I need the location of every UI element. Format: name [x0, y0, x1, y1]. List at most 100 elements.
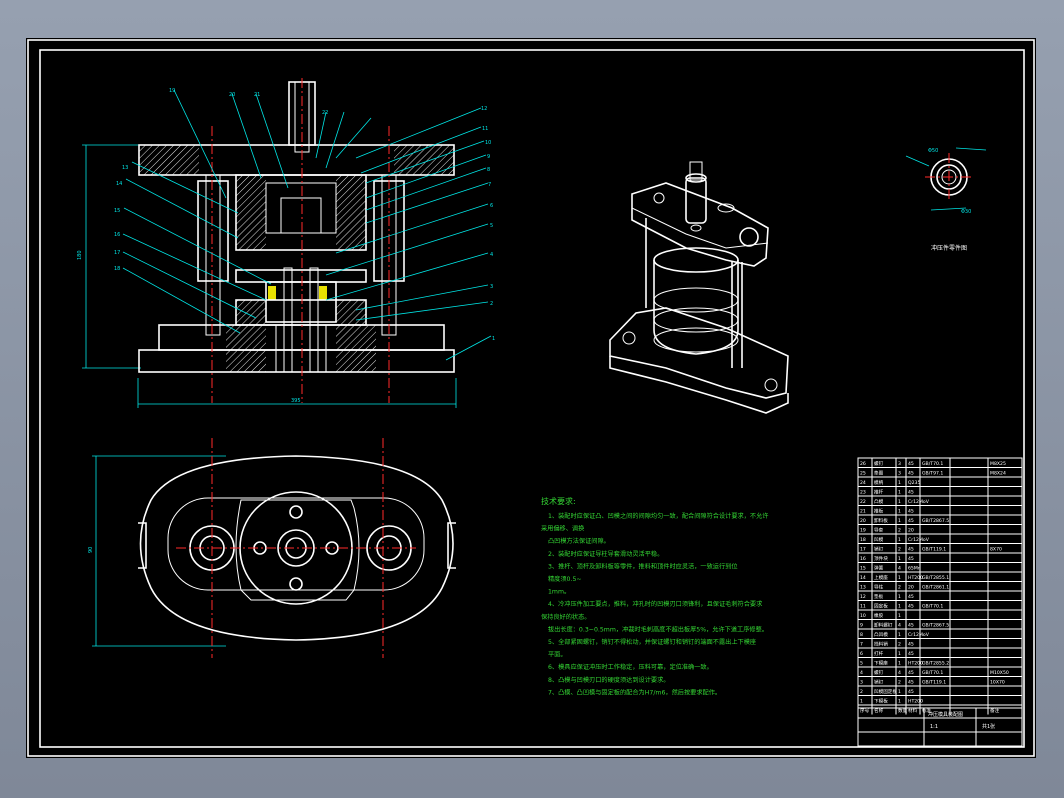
top-dim-height: 90 — [88, 547, 94, 553]
title-block-name: 冲压模具装配图 — [928, 711, 963, 718]
bom-cell: Cr12MoV — [908, 499, 930, 505]
leader-5: 5 — [490, 223, 493, 229]
bom-cell: 4 — [898, 623, 901, 629]
bom-cell: 螺钉 — [874, 669, 884, 676]
isometric-view — [609, 161, 789, 414]
bom-cell: 2 — [898, 642, 901, 648]
bom-cell: 6 — [860, 651, 863, 657]
notes-line: 2、装配时应保证导柱导套滑动灵活平稳。 — [548, 550, 663, 558]
leader-10: 10 — [485, 140, 491, 146]
leader-1: 1 — [492, 336, 495, 342]
notes-title: 技术要求: — [541, 496, 576, 506]
bom-cell: 销钉 — [874, 546, 884, 553]
bom-cell: 凸模 — [874, 498, 884, 505]
bom-cell: 8X70 — [990, 547, 1002, 553]
notes-line: 拔出长度：0.3~0.5mm，冲裁时毛刺高度不超出板厚5%，允许下道工序修整。 — [548, 625, 768, 633]
bom-cell: 下模板 — [874, 698, 888, 705]
bom-cell: 模柄 — [874, 479, 884, 486]
bom-cell: 螺钉 — [874, 460, 884, 467]
leader-8: 8 — [487, 167, 490, 173]
bom-cell: GB/T2861.1 — [922, 585, 949, 591]
bom-cell: 1 — [898, 490, 901, 496]
bom-cell: 1 — [898, 632, 901, 638]
bom-cell: GB/T2867.5 — [922, 518, 949, 524]
bom-cell: 45 — [908, 471, 914, 477]
part-caption: 冲压件零件图 — [931, 244, 967, 252]
bom-cell: 1 — [898, 613, 901, 619]
bom-cell: Cr12MoV — [908, 537, 930, 543]
bom-cell: 7 — [860, 642, 863, 648]
leader-20: 20 — [229, 92, 235, 98]
bom-cell: HT200 — [908, 661, 923, 667]
leader-4: 4 — [490, 252, 493, 258]
bom-cell: 14 — [860, 575, 866, 581]
bom-cell: 23 — [860, 490, 866, 496]
bom-cell: 65Mn — [908, 566, 921, 572]
title-block-scale: 1:1 — [930, 724, 938, 730]
bom-cell: 1 — [860, 699, 863, 705]
bom-cell: 垫板 — [874, 593, 884, 600]
bom-cell: 推板 — [874, 508, 884, 515]
bom-cell: 5 — [860, 661, 863, 667]
leader-7: 7 — [488, 182, 491, 188]
bom-cell: 1 — [898, 689, 901, 695]
bom-cell: 45 — [908, 509, 914, 515]
bom-cell: 4 — [898, 566, 901, 572]
bom-cell: 2 — [898, 680, 901, 686]
bom-cell: 45 — [908, 689, 914, 695]
cad-drawing: 180 3 9 5 — [27, 39, 1035, 757]
bom-header-cell: 标准 — [922, 707, 932, 714]
bom-cell: GB/T119.1 — [922, 547, 946, 553]
part-dim-2: Φ30 — [961, 209, 971, 215]
bom-cell: 3 — [898, 471, 901, 477]
drawing-sheet[interactable]: 180 3 9 5 — [26, 38, 1036, 758]
notes-line: 1、装配时应保证凸、凹模之间的间隙均匀一致，配合间隙符合设计要求，不允许 — [548, 512, 769, 520]
bom-cell: 18 — [860, 537, 866, 543]
bom-cell: GB/T2855.2 — [922, 661, 949, 667]
bom-cell: 固定板 — [874, 603, 888, 610]
bom-cell: 20 — [860, 518, 866, 524]
bom-cell: 销钉 — [874, 679, 884, 686]
bom-cell: 24 — [860, 480, 866, 486]
bom-cell: 2 — [898, 585, 901, 591]
bom-cell: 2 — [860, 689, 863, 695]
bom-cell: 10 — [860, 613, 866, 619]
bom-cell: 导套 — [874, 527, 884, 534]
bom-cell: 10X70 — [990, 680, 1005, 686]
bom-cell: 1 — [898, 575, 901, 581]
bom-cell: 挡料销 — [874, 641, 888, 648]
bom-cell: 25 — [860, 471, 866, 477]
bom-cell: 1 — [898, 480, 901, 486]
bom-cell: 导柱 — [874, 584, 884, 591]
leader-3: 3 — [490, 284, 493, 290]
bom-cell: 4 — [898, 670, 901, 676]
leader-17: 17 — [114, 250, 120, 256]
notes-line: 精度须0.5~ — [548, 575, 582, 583]
bom-cell: GB/T70.1 — [922, 461, 943, 467]
bom-cell: 弹簧 — [874, 565, 884, 572]
bom-cell: 8 — [860, 632, 863, 638]
leader-9: 9 — [487, 154, 490, 160]
title-block-sheet: 共1张 — [982, 723, 995, 730]
notes-line: 保持良好的状态。 — [541, 613, 591, 621]
bom-cell: 1 — [898, 518, 901, 524]
bom-cell: 顶件块 — [874, 555, 888, 562]
notes-line: 6、模具应保证冲压时工作稳定，压料可靠，定位准确一致。 — [548, 663, 713, 671]
bom-header-cell: 材料 — [908, 707, 918, 714]
bom-cell: 3 — [860, 680, 863, 686]
bom-cell: 45 — [908, 604, 914, 610]
bom-header-cell: 名称 — [874, 707, 884, 714]
bom-cell: 21 — [860, 509, 866, 515]
bom-cell: 11 — [860, 604, 866, 610]
bom-cell: Cr12MoV — [908, 632, 930, 638]
bom-cell: 凹模固定板 — [874, 688, 897, 695]
part-dim-1: Φ50 — [928, 148, 938, 154]
dim-height: 180 — [77, 250, 83, 260]
notes-line: 8、凸模与凹模刃口的硬度须达到设计要求。 — [548, 676, 670, 684]
bom-cell: 1 — [898, 509, 901, 515]
part-drawing: Φ50 Φ30 冲压件零件图 — [905, 147, 987, 252]
bom-cell: 上模座 — [874, 574, 888, 581]
notes-line: 3、推杆、顶杆及卸料板等零件，推料和顶件时应灵活，一致运行到位 — [548, 562, 738, 570]
bom-header-cell: 备注 — [990, 707, 1000, 714]
